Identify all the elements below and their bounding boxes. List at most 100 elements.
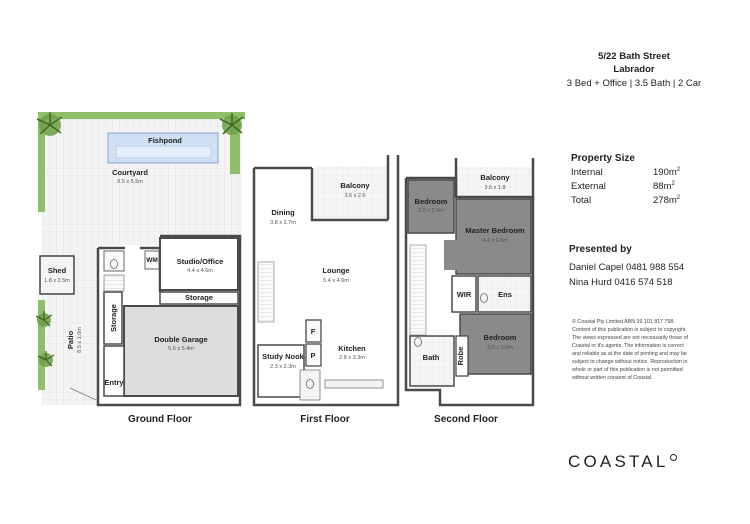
label-second-balcony: Balcony: [480, 173, 510, 182]
property-size-panel: Property Size Internal 190m2 External 88…: [571, 153, 721, 209]
size-value: 88m2: [653, 181, 675, 193]
listing-address: 5/22 Bath Street: [598, 51, 670, 62]
toilet-icon: [110, 259, 118, 269]
agent-contact: Nina Hurd 0416 574 518: [569, 277, 673, 288]
toilet-icon: [480, 293, 488, 303]
size-label: Total: [571, 195, 592, 206]
toilet-room: [103, 250, 125, 272]
garden-bed-top: [40, 112, 245, 119]
palm-tree-icon: [36, 112, 63, 136]
bedroom-2: [459, 313, 532, 375]
entry: [103, 345, 125, 397]
master-bedroom: [455, 198, 532, 275]
label-bedroom-1: Bedroom: [415, 197, 448, 206]
coastal-logo: COASTAL: [568, 452, 677, 472]
studio-office: [159, 237, 239, 291]
door-swing-icon: [69, 387, 97, 401]
dim-lounge: 5.4 x 4.6m: [323, 278, 349, 284]
label-studio: Studio/Office: [177, 257, 224, 266]
copyright-disclaimer: © Coastal Pty Limited ABN 39 101 817 798…: [572, 319, 689, 381]
size-label: Internal: [571, 167, 603, 178]
label-lounge: Lounge: [322, 266, 349, 275]
label-shed: Shed: [48, 266, 67, 275]
toilet-icon: [414, 337, 422, 347]
powder-room: [299, 369, 321, 401]
label-bedroom-2: Bedroom: [484, 333, 517, 342]
listing-summary: 3 Bed + Office | 3.5 Bath | 2 Car: [566, 78, 702, 89]
garden-bed-right: [230, 112, 240, 174]
label-storage-side: Storage: [109, 304, 118, 332]
ground-floor-label: Ground Floor: [128, 414, 192, 425]
listing-suburb: Labrador: [613, 64, 655, 75]
size-value: 278m2: [653, 195, 681, 207]
label-courtyard: Courtyard: [112, 168, 148, 177]
dim-patio: 8.5 x 1.0m: [77, 327, 83, 353]
label-robe: Robe: [456, 347, 465, 366]
dim-master-bedroom: 4.4 x 3.6m: [482, 238, 508, 244]
label-bath: Bath: [423, 353, 440, 362]
property-size-row: External 88m2: [571, 181, 721, 195]
dim-dining: 3.8 x 2.7m: [270, 220, 296, 226]
presented-by-title: Presented by: [569, 244, 632, 255]
label-ensuite: Ens: [498, 290, 512, 299]
pantry: [305, 343, 322, 367]
first-floor-label: First Floor: [300, 414, 350, 425]
dim-studio: 4.4 x 4.6m: [187, 268, 213, 274]
second-floor-label: Second Floor: [434, 414, 498, 425]
property-size-row: Internal 190m2: [571, 167, 721, 181]
palm-tree-icon: [35, 311, 53, 327]
property-size-row: Total 278m2: [571, 195, 721, 209]
label-garage: Double Garage: [154, 335, 207, 344]
first-floor-plan: Balcony 3.6 x 2.6 Dining 3.8 x 2.7m Loun…: [252, 155, 400, 425]
label-fridge: F: [311, 327, 316, 336]
dim-study: 2.3 x 2.3m: [270, 364, 296, 370]
fridge-space: [305, 319, 322, 343]
bedroom-1: [407, 179, 455, 234]
label-master-bedroom: Master Bedroom: [465, 226, 525, 235]
stairs-icon: [409, 244, 427, 336]
master-bedroom-nook: [444, 240, 458, 270]
kitchen-bench: [324, 379, 384, 389]
logo-ring-icon: [669, 454, 677, 461]
palm-tree-icon: [219, 113, 244, 135]
storage-strip: [159, 291, 239, 305]
label-first-balcony: Balcony: [340, 181, 370, 190]
label-storage-top: Storage: [185, 293, 213, 302]
ensuite: [477, 275, 532, 313]
dim-shed: 1.8 x 2.5m: [44, 278, 70, 284]
robe: [455, 335, 469, 377]
dim-second-balcony: 3.6 x 1.8: [484, 185, 505, 191]
size-label: External: [571, 181, 606, 192]
study-nook: [257, 344, 305, 398]
label-kitchen: Kitchen: [338, 344, 366, 353]
label-study: Study Nook: [262, 352, 304, 361]
bathroom: [409, 335, 455, 387]
dim-first-balcony: 3.6 x 2.6: [344, 193, 365, 199]
palm-tree-icon: [37, 351, 55, 367]
label-entry: Entry: [104, 378, 124, 387]
walk-in-robe: [451, 275, 477, 313]
label-patio: Patio: [66, 330, 75, 349]
property-size-title: Property Size: [571, 153, 635, 164]
logo-text: COASTAL: [568, 452, 669, 471]
label-dining: Dining: [271, 208, 295, 217]
label-pantry: P: [310, 351, 315, 360]
stairs-icon: [257, 261, 275, 323]
double-garage: [123, 305, 239, 397]
second-balcony-paving: [456, 167, 533, 197]
garden-bed-lower: [38, 300, 45, 390]
fishpond-inner: [115, 145, 212, 159]
stairs-icon: [103, 274, 125, 292]
shed: [39, 255, 75, 295]
agent-contact: Daniel Capel 0481 988 554: [569, 262, 685, 273]
listing-header: 5/22 Bath Street Labrador 3 Bed + Office…: [540, 50, 728, 91]
size-value: 190m2: [653, 167, 681, 179]
dim-bedroom-2: 3.6 x 3.0m: [487, 345, 513, 351]
first-balcony-paving: [314, 166, 388, 220]
dim-bedroom-1: 2.8 x 2.9m: [418, 208, 444, 214]
dim-kitchen: 2.8 x 3.3m: [339, 355, 365, 361]
dim-courtyard: 9.5 x 5.5m: [117, 179, 143, 185]
label-fishpond: Fishpond: [148, 136, 182, 145]
